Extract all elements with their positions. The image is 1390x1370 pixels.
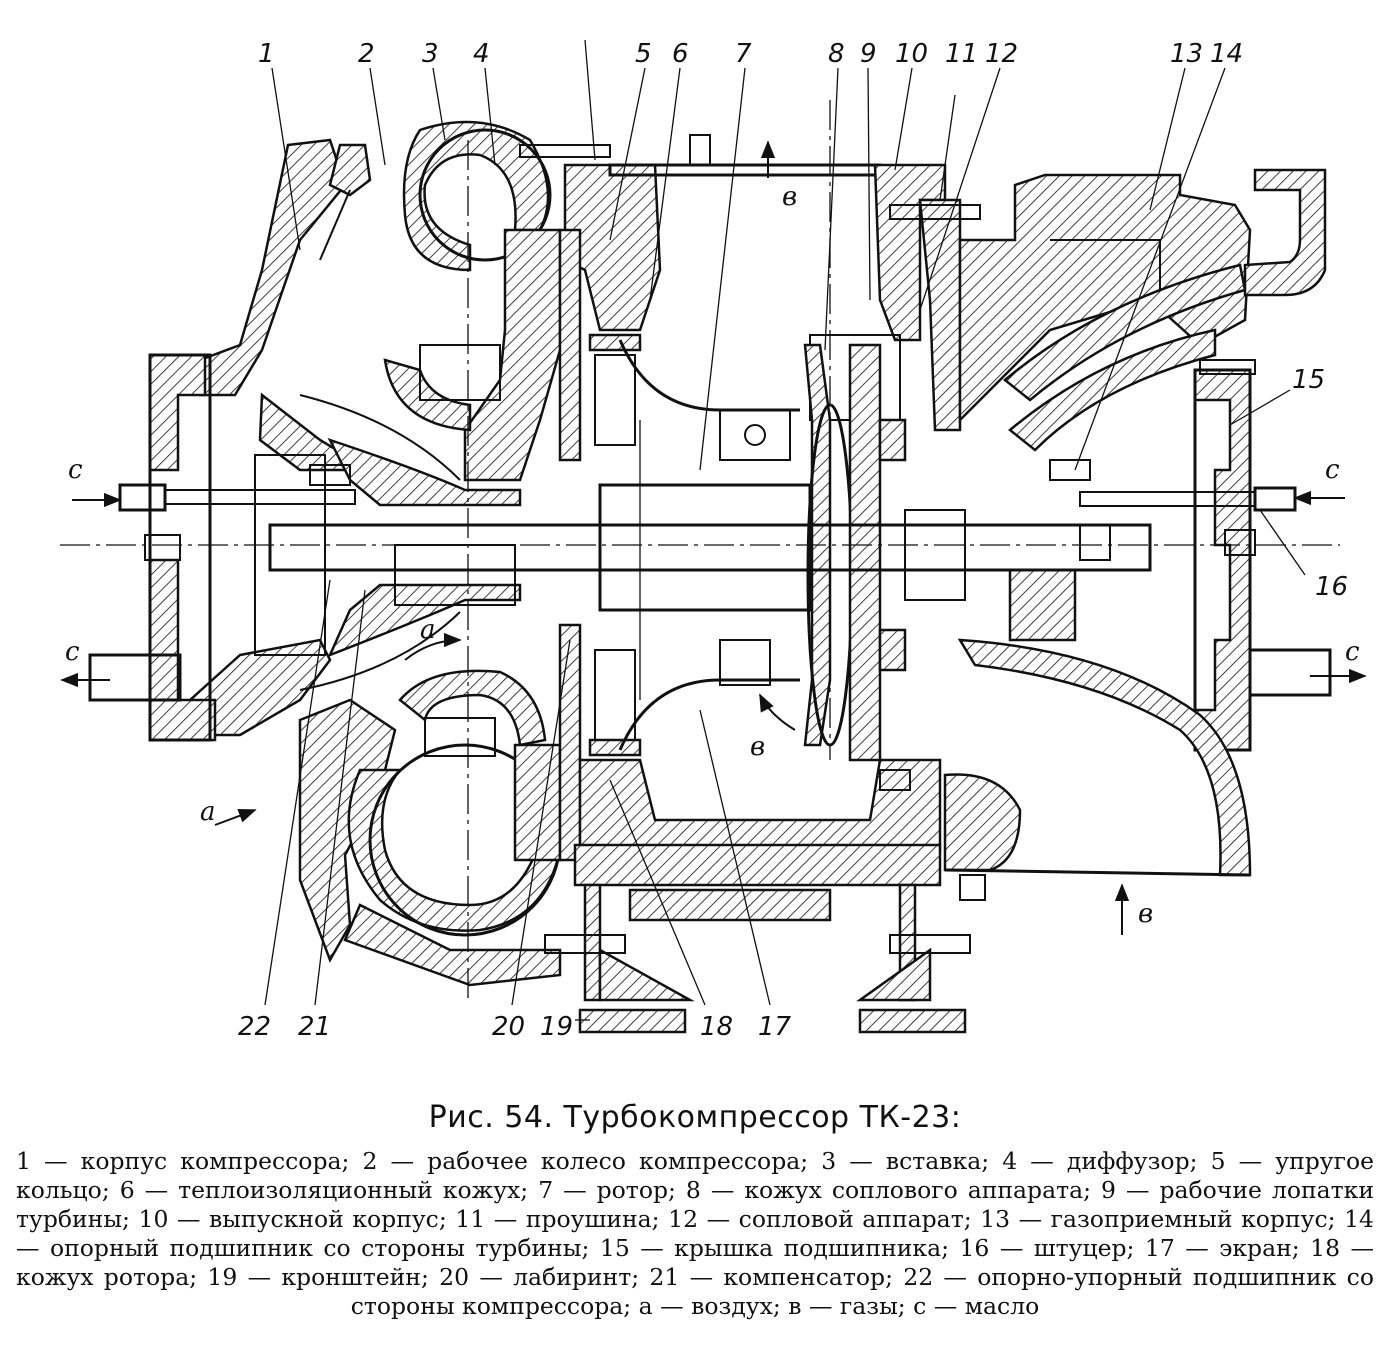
turbine-wheel	[803, 343, 907, 762]
callout-14: 14	[1210, 39, 1243, 69]
turbocharger-section-drawing: 1 2 3 4 5 6 7 8 9 10 11 12 13 14 15 16 2…	[60, 39, 1367, 1042]
compressor-volute-upper	[383, 120, 562, 482]
figure-title: Рис. 54. Турбокомпрессор ТК-23:	[428, 1100, 962, 1135]
callout-7: 7	[735, 39, 752, 69]
flow-letters: с с с с а а в в в	[65, 182, 1360, 929]
callout-5: 5	[635, 39, 652, 69]
flow-label-oil-right-out: с	[1345, 637, 1360, 667]
turbine-exhaust-duct-lower	[943, 568, 1252, 877]
middle-casing	[558, 163, 942, 887]
callout-18: 18	[700, 1012, 733, 1042]
callout-1: 1	[258, 39, 275, 69]
flow-arrows	[60, 140, 1367, 935]
rotor-shroud	[618, 339, 800, 751]
callout-10: 10	[895, 39, 928, 69]
oil-pipe-left-inlet	[118, 483, 356, 512]
compressor-impeller	[299, 394, 522, 691]
compressor-end-cover	[148, 353, 326, 742]
flow-label-oil-right-in: с	[1325, 455, 1340, 485]
oil-pipe-left-outlet	[88, 653, 182, 702]
flow-label-oil-left-in: с	[68, 455, 83, 485]
callout-16: 16	[1315, 572, 1348, 602]
figure-legend: 1 — корпус компрессора; 2 — рабочее коле…	[16, 1147, 1374, 1320]
callout-19: 19	[540, 1012, 573, 1042]
callout-20: 20	[492, 1012, 525, 1042]
flow-label-gas-top: в	[782, 182, 797, 212]
callouts-top: 1 2 3 4 5 6 7 8 9 10 11 12 13 14	[258, 39, 1243, 69]
leader-lines	[264, 39, 1306, 1021]
bottom-mounting-plate	[628, 888, 832, 922]
flow-label-oil-left-out: с	[65, 637, 80, 667]
callout-15: 15	[1292, 365, 1325, 395]
callout-8: 8	[828, 39, 845, 69]
callouts-right: 15 16	[1292, 365, 1348, 602]
callout-13: 13	[1170, 39, 1203, 69]
callout-3: 3	[422, 39, 439, 69]
centerlines	[60, 100, 1340, 1000]
callout-21: 21	[298, 1012, 331, 1042]
flow-label-gas-bottom: в	[1138, 899, 1153, 929]
bolts	[144, 134, 1256, 954]
callout-2: 2	[358, 39, 375, 69]
flow-label-gas-mid: в	[750, 732, 765, 762]
callout-6: 6	[672, 39, 689, 69]
callout-4: 4	[473, 39, 490, 69]
callout-22: 22	[238, 1012, 271, 1042]
support-bracket-right	[856, 883, 967, 1034]
oil-pipe-right-outlet	[1248, 648, 1332, 697]
callout-11: 11	[945, 39, 978, 69]
callout-12: 12	[985, 39, 1018, 69]
bearing-cover-right	[1193, 368, 1252, 752]
callouts-bottom: 22 21 20 19 18 17	[238, 1012, 792, 1042]
gas-inlet-casing	[958, 168, 1327, 452]
compressor-housing	[188, 138, 562, 987]
callout-17: 17	[758, 1012, 792, 1042]
support-bracket-left	[578, 883, 695, 1034]
callout-9: 9	[860, 39, 877, 69]
compressor-volute-lower	[347, 669, 562, 937]
flow-label-air-outer: а	[200, 797, 216, 827]
oil-nozzle-top	[319, 143, 372, 261]
oil-pipe-right-inlet	[1079, 486, 1297, 512]
flow-label-air-inner: а	[420, 615, 436, 645]
rotor-shaft	[268, 420, 1152, 700]
